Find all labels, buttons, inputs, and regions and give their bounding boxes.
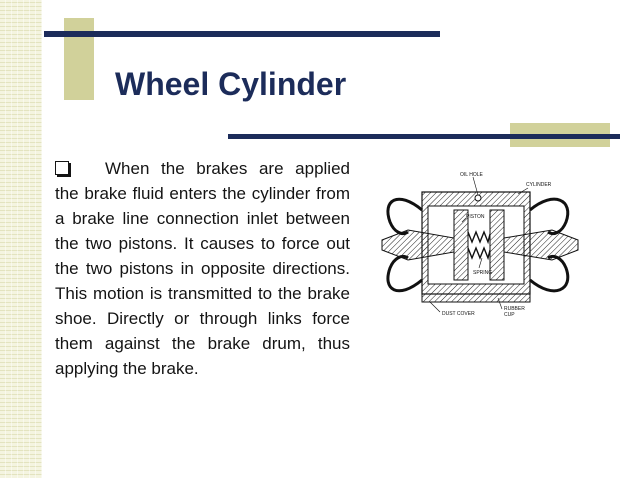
label-cup: CUP (504, 312, 515, 318)
title-rule-top (44, 31, 440, 37)
spring-coil-lower (467, 246, 491, 261)
label-spring: SPRING (473, 270, 492, 276)
body-text: When the brakes are applied the brake fl… (55, 159, 350, 378)
push-rod-right (503, 229, 579, 261)
label-oil-hole: OIL HOLE (460, 172, 484, 178)
piston-left (453, 209, 469, 281)
label-piston: PISTON (466, 214, 485, 220)
dust-cover-left-top (386, 197, 423, 236)
dust-cover-right-bottom (529, 254, 570, 293)
title-rule-bottom (228, 134, 620, 139)
cylinder-drawing: OIL HOLE CYLINDER PISTON SPRING DUST COV… (381, 172, 579, 318)
push-rod-left (381, 229, 455, 261)
side-pattern-decoration (0, 0, 42, 478)
dust-cover-right-top (529, 197, 570, 236)
label-rubber: RUBBER (504, 306, 525, 312)
wheel-cylinder-diagram: OIL HOLE CYLINDER PISTON SPRING DUST COV… (378, 160, 582, 320)
spring-coil (467, 230, 491, 245)
mounting-plate (421, 293, 531, 303)
slide-title: Wheel Cylinder (115, 66, 347, 102)
dust-cover-left-bottom (386, 254, 423, 293)
oil-hole-circle (474, 194, 482, 202)
body-paragraph: When the brakes are applied the brake fl… (55, 156, 350, 381)
label-dust-cover: DUST COVER (442, 311, 475, 317)
square-bullet-icon (55, 161, 69, 175)
label-cylinder: CYLINDER (526, 182, 552, 188)
